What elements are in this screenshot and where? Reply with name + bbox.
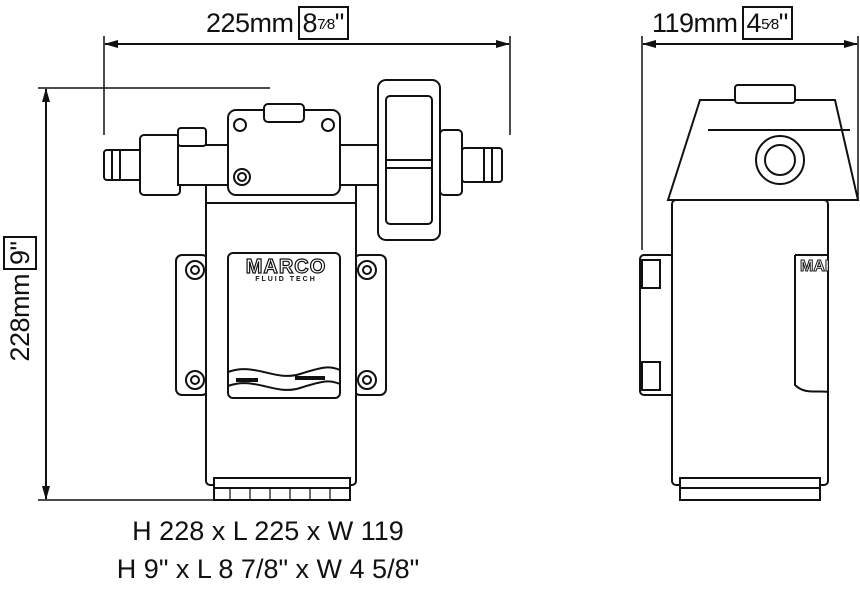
- logo-brand: MARCO: [245, 255, 327, 278]
- height-dimension-label: 228mm9": [3, 209, 37, 389]
- height-metric: 228mm: [5, 274, 35, 362]
- side-logo-brand: MARCO: [800, 258, 828, 276]
- side-logo: MARCO: [800, 258, 828, 276]
- caption-metric: H 228 x L 225 x W 119: [132, 516, 404, 546]
- width-imperial: 45⁄8": [741, 6, 793, 40]
- length-metric: 225mm: [206, 8, 294, 38]
- height-imperial: 9": [3, 236, 37, 271]
- length-inch-fraction: 7⁄8: [317, 16, 335, 33]
- width-inch-mark: ": [778, 8, 789, 38]
- length-inch-whole: 8: [302, 8, 318, 38]
- pump-side-view: [639, 84, 860, 501]
- height-dimension-line: [38, 87, 270, 501]
- width-dimension-line: [641, 36, 859, 250]
- caption-imperial: H 9" x L 8 7/8" x W 4 5/8": [116, 554, 420, 584]
- marco-logo: MARCO FLUID TECH: [236, 255, 336, 283]
- pump-front-view: [103, 79, 503, 501]
- width-inch-fraction: 5⁄8: [761, 16, 779, 33]
- logo-sub: FLUID TECH: [255, 276, 317, 283]
- width-inch-whole: 4: [746, 8, 762, 38]
- length-imperial: 87⁄8": [297, 6, 349, 40]
- length-inch-mark: ": [334, 8, 345, 38]
- length-dimension-line: [103, 36, 511, 135]
- width-metric: 119mm: [652, 8, 738, 38]
